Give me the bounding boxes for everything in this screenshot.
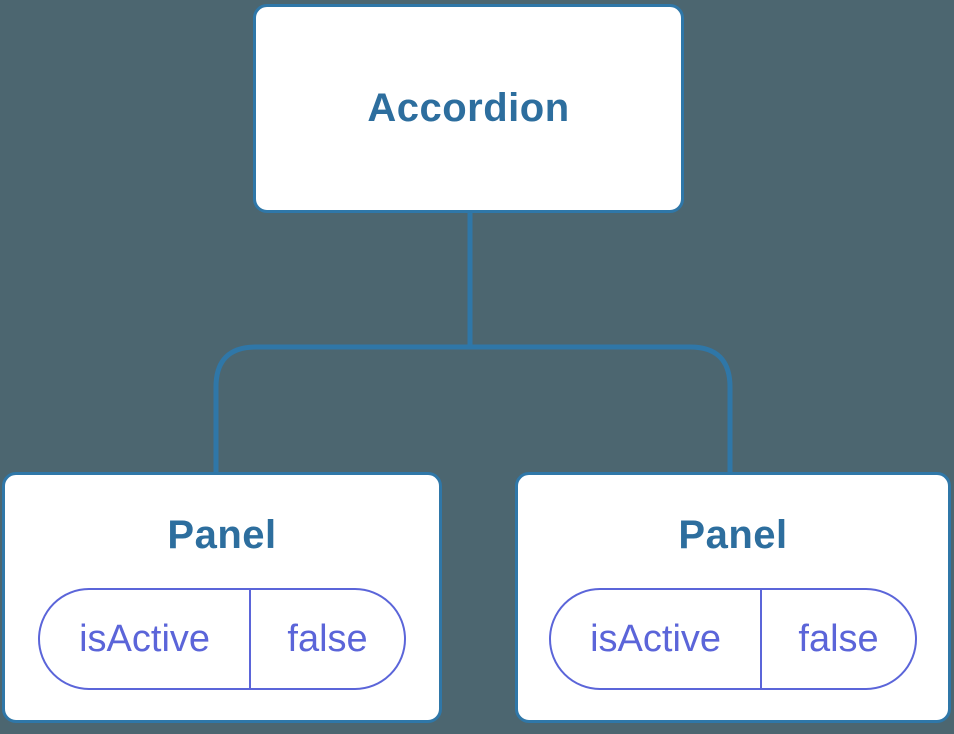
node-accordion: Accordion	[253, 4, 684, 213]
state-key-label: isActive	[40, 590, 252, 688]
node-panel-right-label: Panel	[678, 513, 788, 557]
node-panel-left: Panel isActive false	[2, 472, 442, 723]
state-pill-left: isActive false	[38, 588, 406, 690]
node-panel-right: Panel isActive false	[515, 472, 951, 723]
state-pill-right: isActive false	[549, 588, 917, 690]
connector-branch	[213, 344, 733, 472]
node-panel-left-label: Panel	[167, 513, 277, 557]
node-accordion-label: Accordion	[367, 86, 570, 130]
state-value-label: false	[287, 617, 368, 660]
state-value-label: false	[798, 617, 879, 660]
state-key-label: isActive	[551, 590, 763, 688]
